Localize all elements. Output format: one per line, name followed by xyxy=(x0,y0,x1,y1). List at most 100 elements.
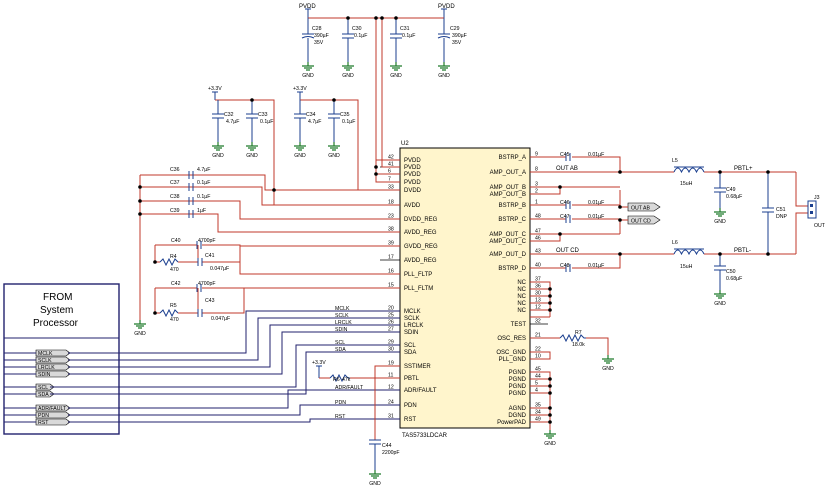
pin-number: 24 xyxy=(388,400,394,406)
pin-name: PGND xyxy=(509,391,527,397)
c29-val: 390µF xyxy=(452,33,467,39)
signal-tag-shape xyxy=(35,383,55,391)
pin-name: NC xyxy=(517,294,526,300)
c35-ref: C35 xyxy=(340,112,350,118)
ground-label: GND xyxy=(246,153,258,159)
ground-symbol: GND xyxy=(246,142,258,159)
junction-dot xyxy=(766,252,770,256)
cap-c42-c43 xyxy=(196,284,203,317)
cap-c33 xyxy=(246,100,258,142)
pin-number: 2 xyxy=(535,189,538,195)
pin-name: PBTL xyxy=(404,376,420,382)
tag-out-cd-label: OUT CD xyxy=(631,219,651,225)
pin-name: NC xyxy=(517,287,526,293)
pin-name: GVDD_REG xyxy=(404,244,438,250)
res-r6 xyxy=(329,373,350,383)
tag-links xyxy=(620,206,628,221)
pin-name: BSTRP_C xyxy=(498,217,526,223)
c34-val: 4.7µF xyxy=(308,119,321,125)
junction-dot xyxy=(332,98,336,102)
c48-ref: C48 xyxy=(560,263,570,269)
pin-name: AMP_OUT_C xyxy=(489,232,526,238)
ground-glyph xyxy=(302,62,314,71)
res-r5 xyxy=(159,308,179,318)
junction-dot xyxy=(558,185,562,189)
c47-val: 0.01µF xyxy=(588,214,604,220)
c33-val: 0.1µF xyxy=(260,119,273,125)
ground-symbol: GND xyxy=(390,62,402,79)
cap-c37 xyxy=(188,183,194,191)
junction-dot xyxy=(138,185,142,189)
ground-glyph xyxy=(246,142,258,151)
processor-signal-scl: SCL xyxy=(35,383,55,391)
pin-name: RST xyxy=(404,417,416,423)
net-pdn: PDN xyxy=(335,400,346,406)
pin-number: 23 xyxy=(388,214,394,220)
processor-stubs xyxy=(4,352,36,423)
cap-c30 xyxy=(342,18,354,62)
c47-ref: C47 xyxy=(560,214,570,220)
c31-ref: C31 xyxy=(400,26,410,32)
v33-dvdd-net xyxy=(300,99,400,191)
pin-name: BSTRP_D xyxy=(498,266,526,272)
cap-c51 xyxy=(762,172,774,254)
processor-signal-sda: SDA xyxy=(35,390,55,398)
junction-dot xyxy=(548,294,552,298)
j3-label: OUT xyxy=(814,223,826,229)
ground-glyph xyxy=(328,142,340,151)
pll-filter-1-net xyxy=(154,244,400,263)
pin-number: 6 xyxy=(388,169,391,175)
pin-name: DVDD xyxy=(404,188,422,194)
pin-number: 30 xyxy=(535,291,541,297)
pvdd-arrow-right xyxy=(441,8,447,18)
v33-decoupling: +3.3V +3.3V C32 4.7µF C33 0.1µF C34 4.7µ… xyxy=(208,86,400,206)
pin-name: NC xyxy=(517,308,526,314)
processor-signal-rst: RST xyxy=(35,418,71,426)
v33-label-3: +3.3V xyxy=(312,360,326,366)
pin-number: 12 xyxy=(388,385,394,391)
sda-wire xyxy=(50,351,400,395)
cap-c29 xyxy=(437,18,451,62)
signal-tag-shape xyxy=(35,418,71,426)
c42-ref: C42 xyxy=(171,281,181,287)
pin-number: 20 xyxy=(388,306,394,312)
net-out-cd: OUT CD xyxy=(556,248,580,254)
cap-c32 xyxy=(212,100,224,142)
junction-dot xyxy=(380,16,384,20)
pin-name: AGND xyxy=(509,406,527,412)
processor-signal-mclk: MCLK xyxy=(35,349,71,357)
nc-bus xyxy=(530,281,551,318)
cap-c34 xyxy=(294,100,306,142)
junction-dot xyxy=(138,212,142,216)
pin-name: SSTIMER xyxy=(404,364,431,370)
l5-ref: L5 xyxy=(672,158,678,164)
pin-number: 43 xyxy=(535,249,541,255)
pin-name: PGND xyxy=(509,384,527,390)
r6-val: 47k xyxy=(342,377,351,383)
c50-val: 0.68µF xyxy=(726,276,742,282)
junction-dot xyxy=(548,406,552,410)
net-c36 xyxy=(140,174,358,191)
output-stage: C45 0.01µF C46 0.01µF C47 0.01µF C48 0.0… xyxy=(530,152,826,430)
c31-val: 0.1µF xyxy=(402,33,415,39)
pvdd-decoupling: PVDD PVDD C28 390µF 35V C30 0.1µF C31 0.… xyxy=(299,4,467,183)
ic-body xyxy=(399,147,531,429)
ground-glyph xyxy=(369,470,381,479)
res-r7 xyxy=(559,333,586,343)
cap-c46 xyxy=(565,201,571,209)
pin-number: 47 xyxy=(535,229,541,235)
pin-number: 46 xyxy=(535,236,541,242)
c28-ref: C28 xyxy=(312,26,322,32)
signal-tag-shape xyxy=(35,349,71,357)
net-adr: ADR/FAULT xyxy=(335,385,364,391)
pin-name: BSTRP_A xyxy=(499,155,526,161)
pin-number: 31 xyxy=(388,414,394,420)
ground-glyph xyxy=(714,208,726,217)
pin-name: AMP_OUT_B xyxy=(490,185,526,191)
ground-label: GND xyxy=(714,219,726,225)
c51-ref: C51 xyxy=(776,207,786,213)
pin-number: 13 xyxy=(535,298,541,304)
